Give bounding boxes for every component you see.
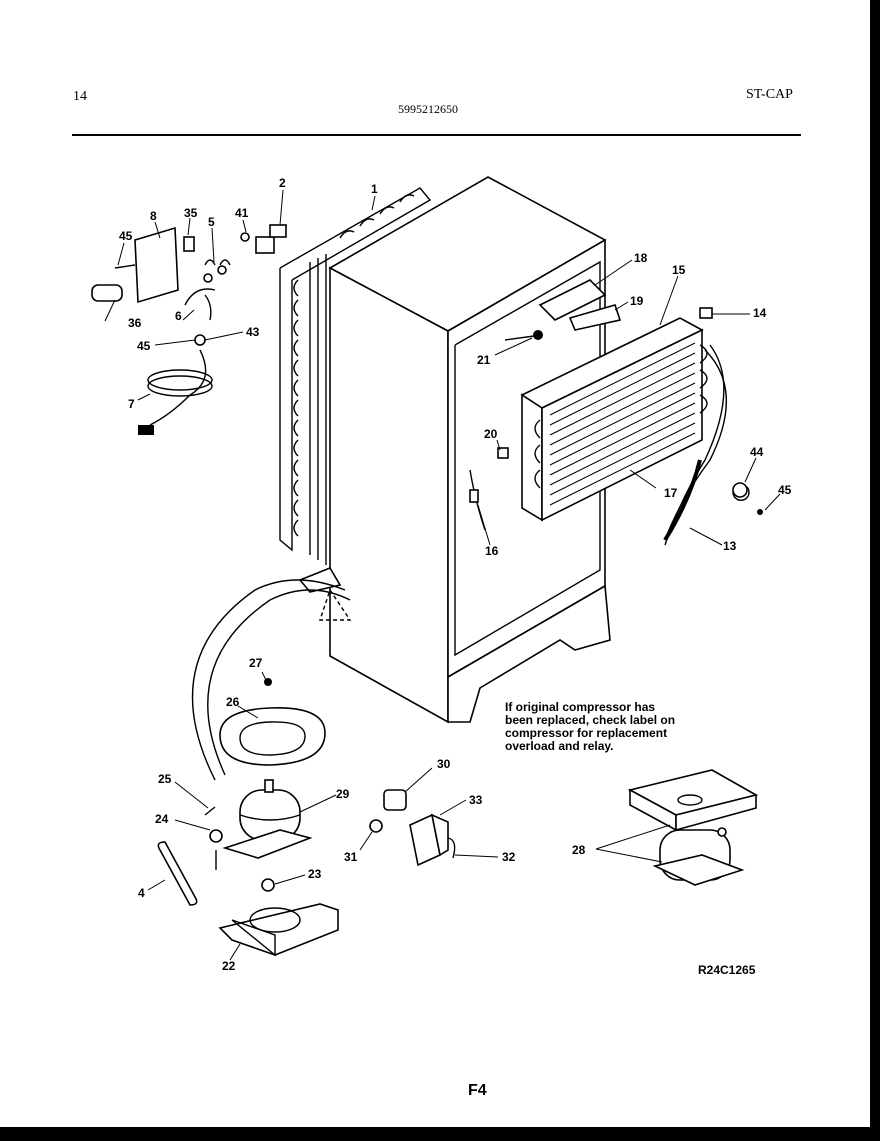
callout-labels: 1 2 4 5 6 7 8 13 14 15 16 17 18 19 20 21… [119,176,792,973]
callout-41: 41 [235,206,249,220]
callout-45-right: 45 [778,483,792,497]
callout-44: 44 [750,445,764,459]
drawing-code: R24C1265 [698,963,756,977]
compressor-assembly [157,779,339,957]
exploded-parts-diagram: 1 2 4 5 6 7 8 13 14 15 16 17 18 19 20 21… [91,176,792,973]
callout-32: 32 [502,850,516,864]
callout-18: 18 [634,251,648,265]
replacement-compressor [627,769,759,886]
callout-43: 43 [246,325,260,339]
electrical-components [91,224,287,435]
callout-14: 14 [753,306,767,320]
condenser-coil [279,187,432,593]
callout-13: 13 [723,539,737,553]
callout-21: 21 [477,353,491,367]
part-number: 5995212650 [398,102,458,116]
callout-8: 8 [150,209,157,223]
callout-5: 5 [208,215,215,229]
control-parts [469,279,763,531]
callout-4: 4 [138,886,145,900]
callout-7: 7 [128,397,135,411]
callout-6: 6 [175,309,182,323]
compressor-note: If original compressor has been replaced… [505,701,755,753]
callout-25: 25 [158,772,172,786]
callout-30: 30 [437,757,451,771]
callout-22: 22 [222,959,236,973]
callout-15: 15 [672,263,686,277]
header-rule [72,134,801,136]
drain-tube [191,579,346,781]
note-line: been replaced, check label on [505,713,676,727]
evaporator [520,307,727,546]
callout-29: 29 [336,787,350,801]
relay-overload [369,789,456,867]
callout-31: 31 [344,850,358,864]
callout-16: 16 [485,544,499,558]
drain-tube-inner [207,589,351,776]
callout-1: 1 [371,182,378,196]
section-code: ST-CAP [746,87,793,102]
callout-26: 26 [226,695,240,709]
callout-36: 36 [128,316,142,330]
callout-19: 19 [630,294,644,308]
figure-label: F4 [468,1082,487,1099]
callout-28: 28 [572,843,586,857]
leader-lines [104,189,781,961]
drain-pan [219,678,326,766]
note-line: If original compressor has [505,700,656,714]
callout-23: 23 [308,867,322,881]
callout-45-top: 45 [119,229,133,243]
note-line: compressor for replacement [505,726,668,740]
page-number: 14 [73,89,87,104]
callout-27: 27 [249,656,263,670]
callout-35: 35 [184,206,198,220]
callout-33: 33 [469,793,483,807]
diagram-sheet: 14 5995212650 ST-CAP [0,0,870,1127]
callout-20: 20 [484,427,498,441]
note-line: overload and relay. [505,739,614,753]
callout-45-mid: 45 [137,339,151,353]
callout-17: 17 [664,486,678,500]
callout-2: 2 [279,176,286,190]
callout-24: 24 [155,812,169,826]
